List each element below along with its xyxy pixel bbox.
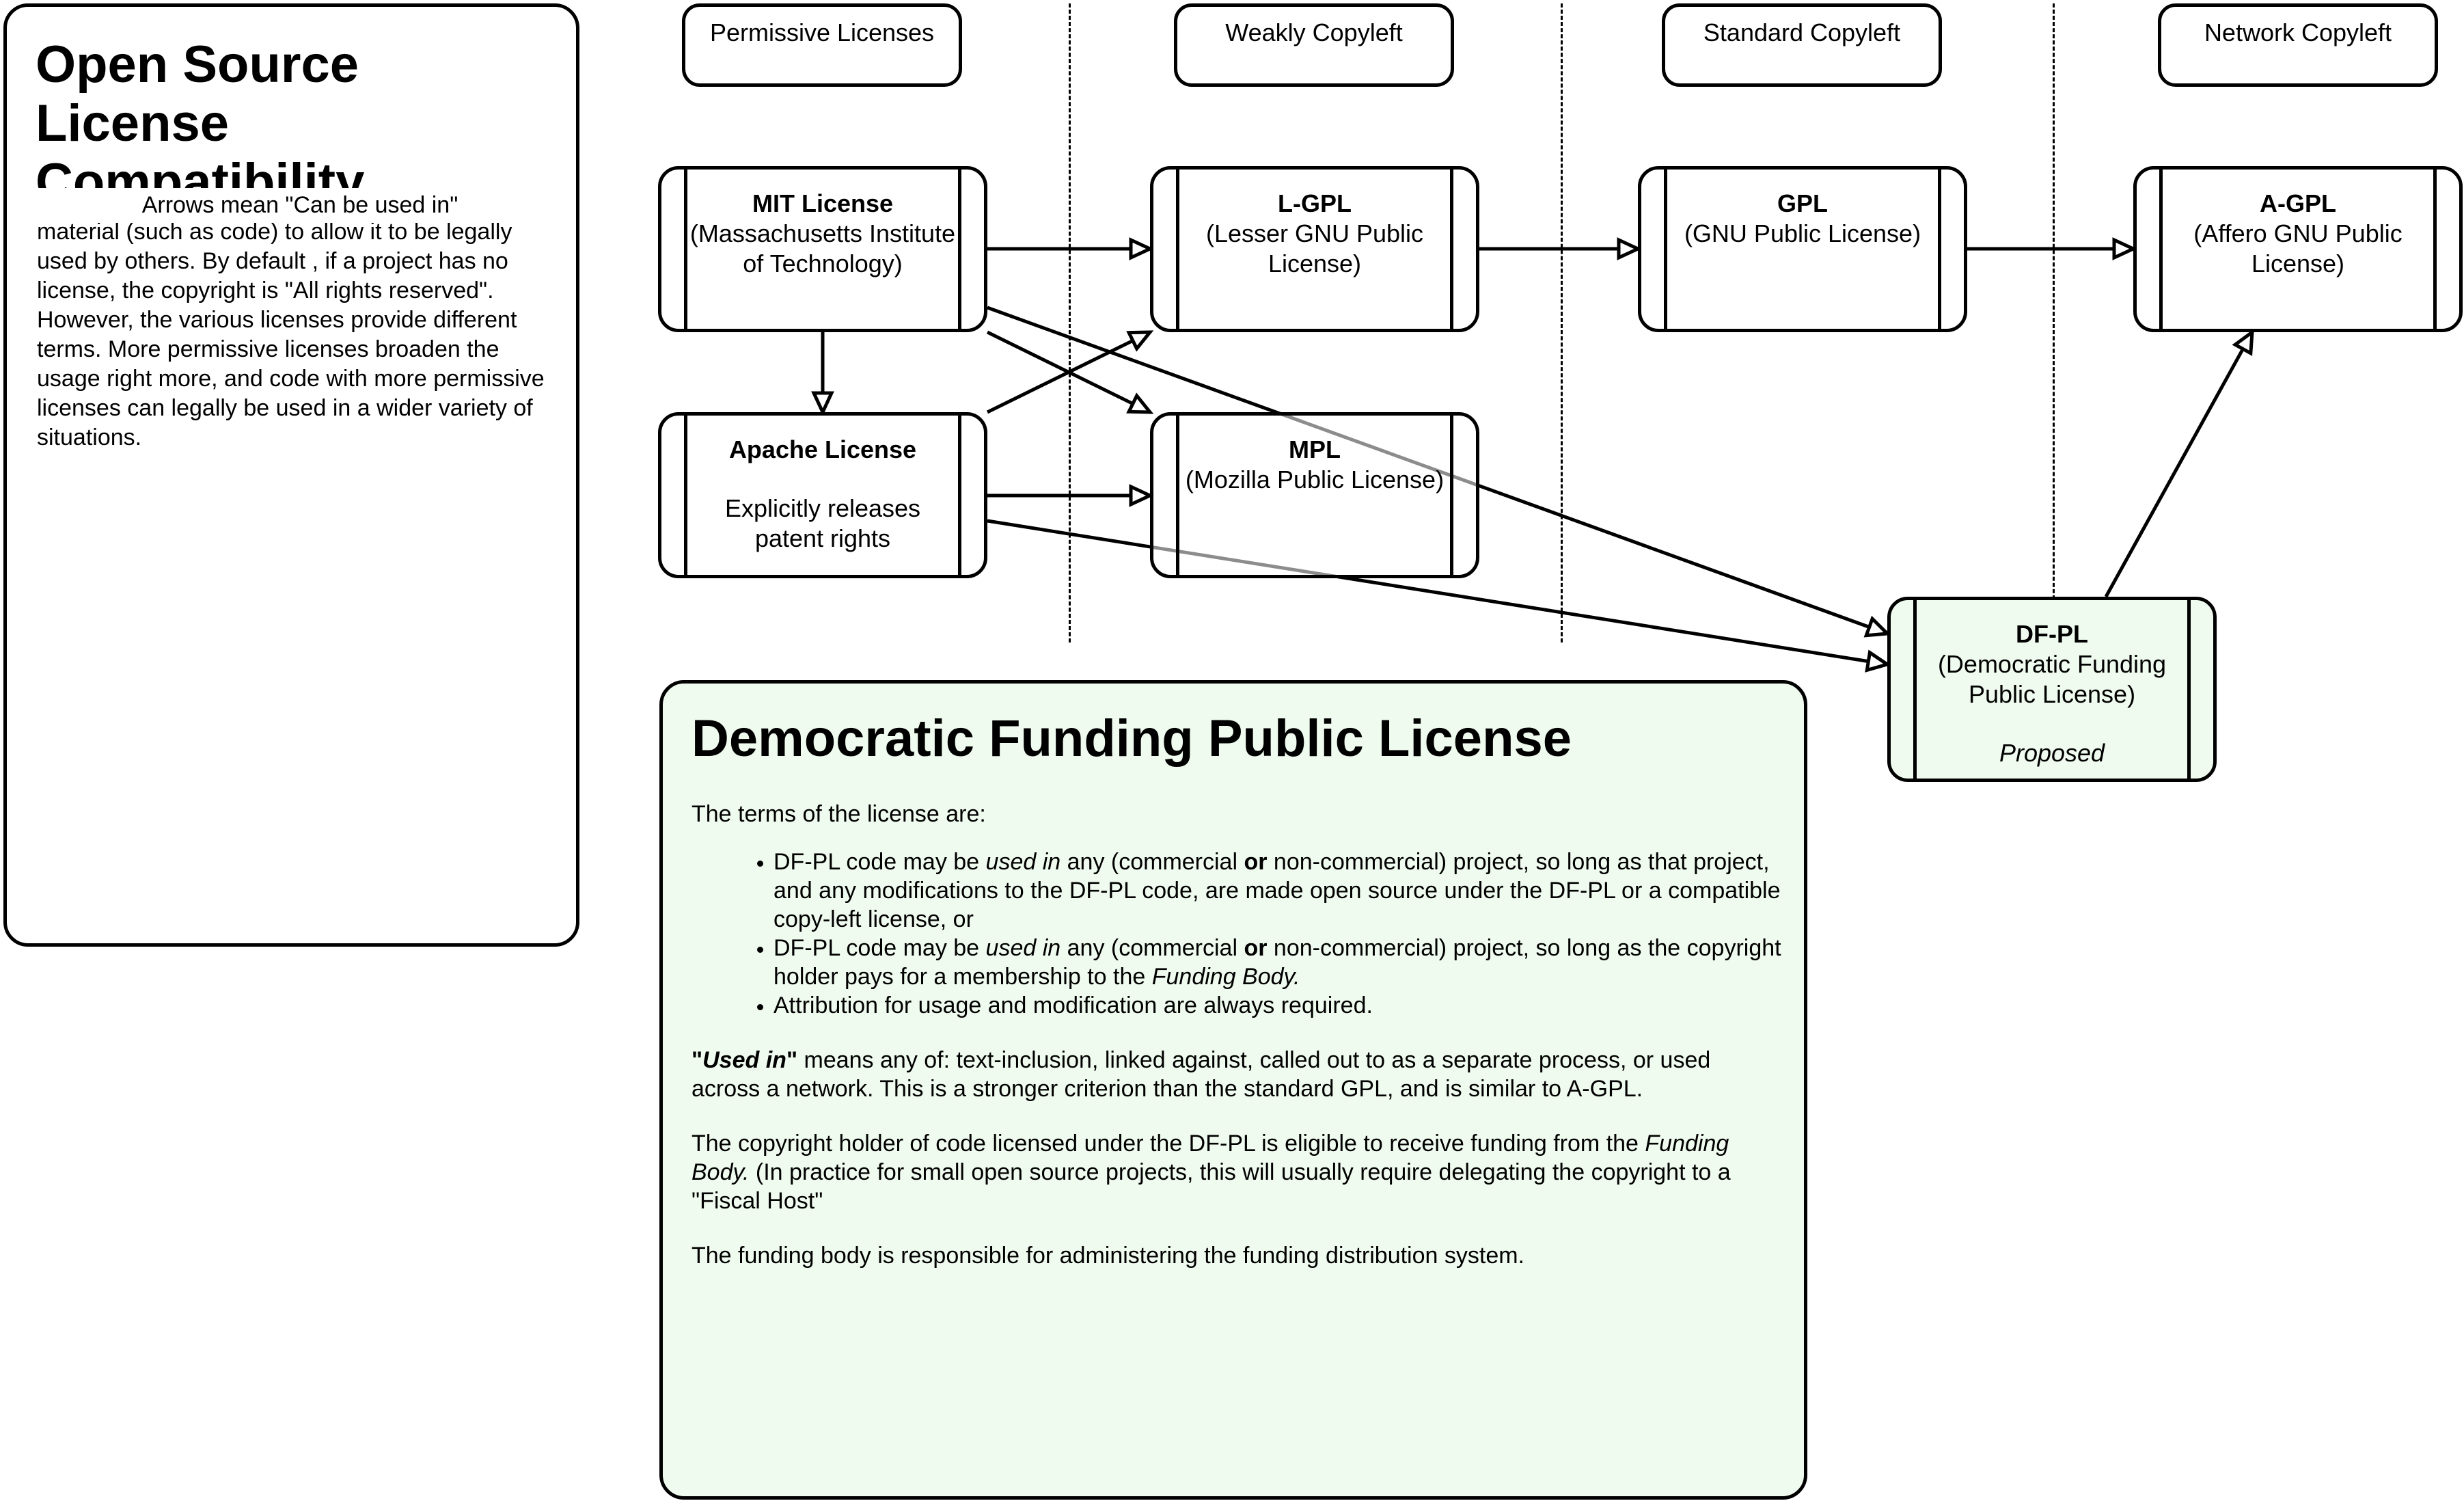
node-subtitle: (Mozilla Public License): [1185, 465, 1445, 493]
edge-apache-to-dfpl: [987, 519, 1891, 673]
edge-dfpl-to-agpl: [2104, 328, 2254, 598]
edge-apache-to-lgpl: [986, 330, 1154, 414]
divider-standard-network: [2053, 3, 2055, 643]
node-note: Explicitly releases patent rights: [724, 494, 921, 552]
node-title: L-GPL: [1278, 189, 1352, 217]
category-permissive: Permissive Licenses: [682, 3, 962, 87]
intro-card: Open Source License Compatibility Code l…: [3, 3, 579, 947]
category-network-copyleft: Network Copyleft: [2158, 3, 2438, 87]
node-subtitle: (GNU Public License): [1684, 219, 1921, 247]
node-subtitle: (Affero GNU Public License): [2193, 219, 2403, 278]
list-item: DF-PL code may be used in any (commercia…: [774, 934, 1785, 991]
node-title: DF-PL: [2016, 620, 2088, 648]
panel-body: The terms of the license are: DF-PL code…: [692, 800, 1785, 1296]
node-status: Proposed: [1999, 739, 2105, 767]
diagram-title: Open Source License Compatibility: [36, 36, 365, 211]
node-title: A-GPL: [2260, 189, 2336, 217]
node-subtitle: (Lesser GNU Public License): [1205, 219, 1424, 278]
node-mpl: MPL (Mozilla Public License): [1150, 412, 1479, 578]
dfpl-description-panel: Democratic Funding Public License The te…: [659, 680, 1807, 1500]
funding-paragraph: The copyright holder of code licensed un…: [692, 1131, 1731, 1214]
node-title: MIT License: [752, 189, 894, 217]
node-title: Apache License: [728, 435, 917, 463]
legend-label: Arrows mean "Can be used in": [37, 188, 563, 223]
panel-title: Democratic Funding Public License: [692, 709, 1572, 768]
node-agpl: A-GPL (Affero GNU Public License): [2133, 166, 2463, 332]
category-label: Standard Copyleft: [1703, 18, 1901, 46]
node-apache-license: Apache License Explicitly releases paten…: [658, 412, 987, 578]
node-subtitle: (Democratic Funding Public License): [1937, 650, 2167, 708]
panel-intro: The terms of the license are:: [692, 801, 986, 827]
divider-weak-standard: [1561, 3, 1563, 643]
node-dfpl: DF-PL (Democratic Funding Public License…: [1887, 597, 2217, 782]
intro-description: Code licenses grant usage rights of copy…: [37, 189, 545, 450]
node-gpl: GPL (GNU Public License): [1638, 166, 1967, 332]
category-label: Weakly Copyleft: [1225, 18, 1403, 46]
node-title: MPL: [1289, 435, 1341, 463]
category-label: Permissive Licenses: [709, 18, 935, 46]
license-terms-list: DF-PL code may be used in any (commercia…: [692, 848, 1785, 1020]
list-item: DF-PL code may be used in any (commercia…: [774, 848, 1785, 934]
admin-paragraph: The funding body is responsible for admi…: [692, 1243, 1525, 1269]
node-lgpl: L-GPL (Lesser GNU Public License): [1150, 166, 1479, 332]
category-weakly-copyleft: Weakly Copyleft: [1174, 3, 1454, 87]
used-in-definition: "Used in" means any of: text-inclusion, …: [692, 1047, 1711, 1102]
divider-permissive-weak: [1069, 3, 1071, 643]
node-title: GPL: [1777, 189, 1828, 217]
node-subtitle: (Massachusetts Institute of Technology): [689, 219, 956, 278]
category-standard-copyleft: Standard Copyleft: [1662, 3, 1942, 87]
list-item: Attribution for usage and modification a…: [774, 991, 1785, 1020]
node-mit-license: MIT License (Massachusetts Institute of …: [658, 166, 987, 332]
category-label: Network Copyleft: [2204, 18, 2392, 46]
